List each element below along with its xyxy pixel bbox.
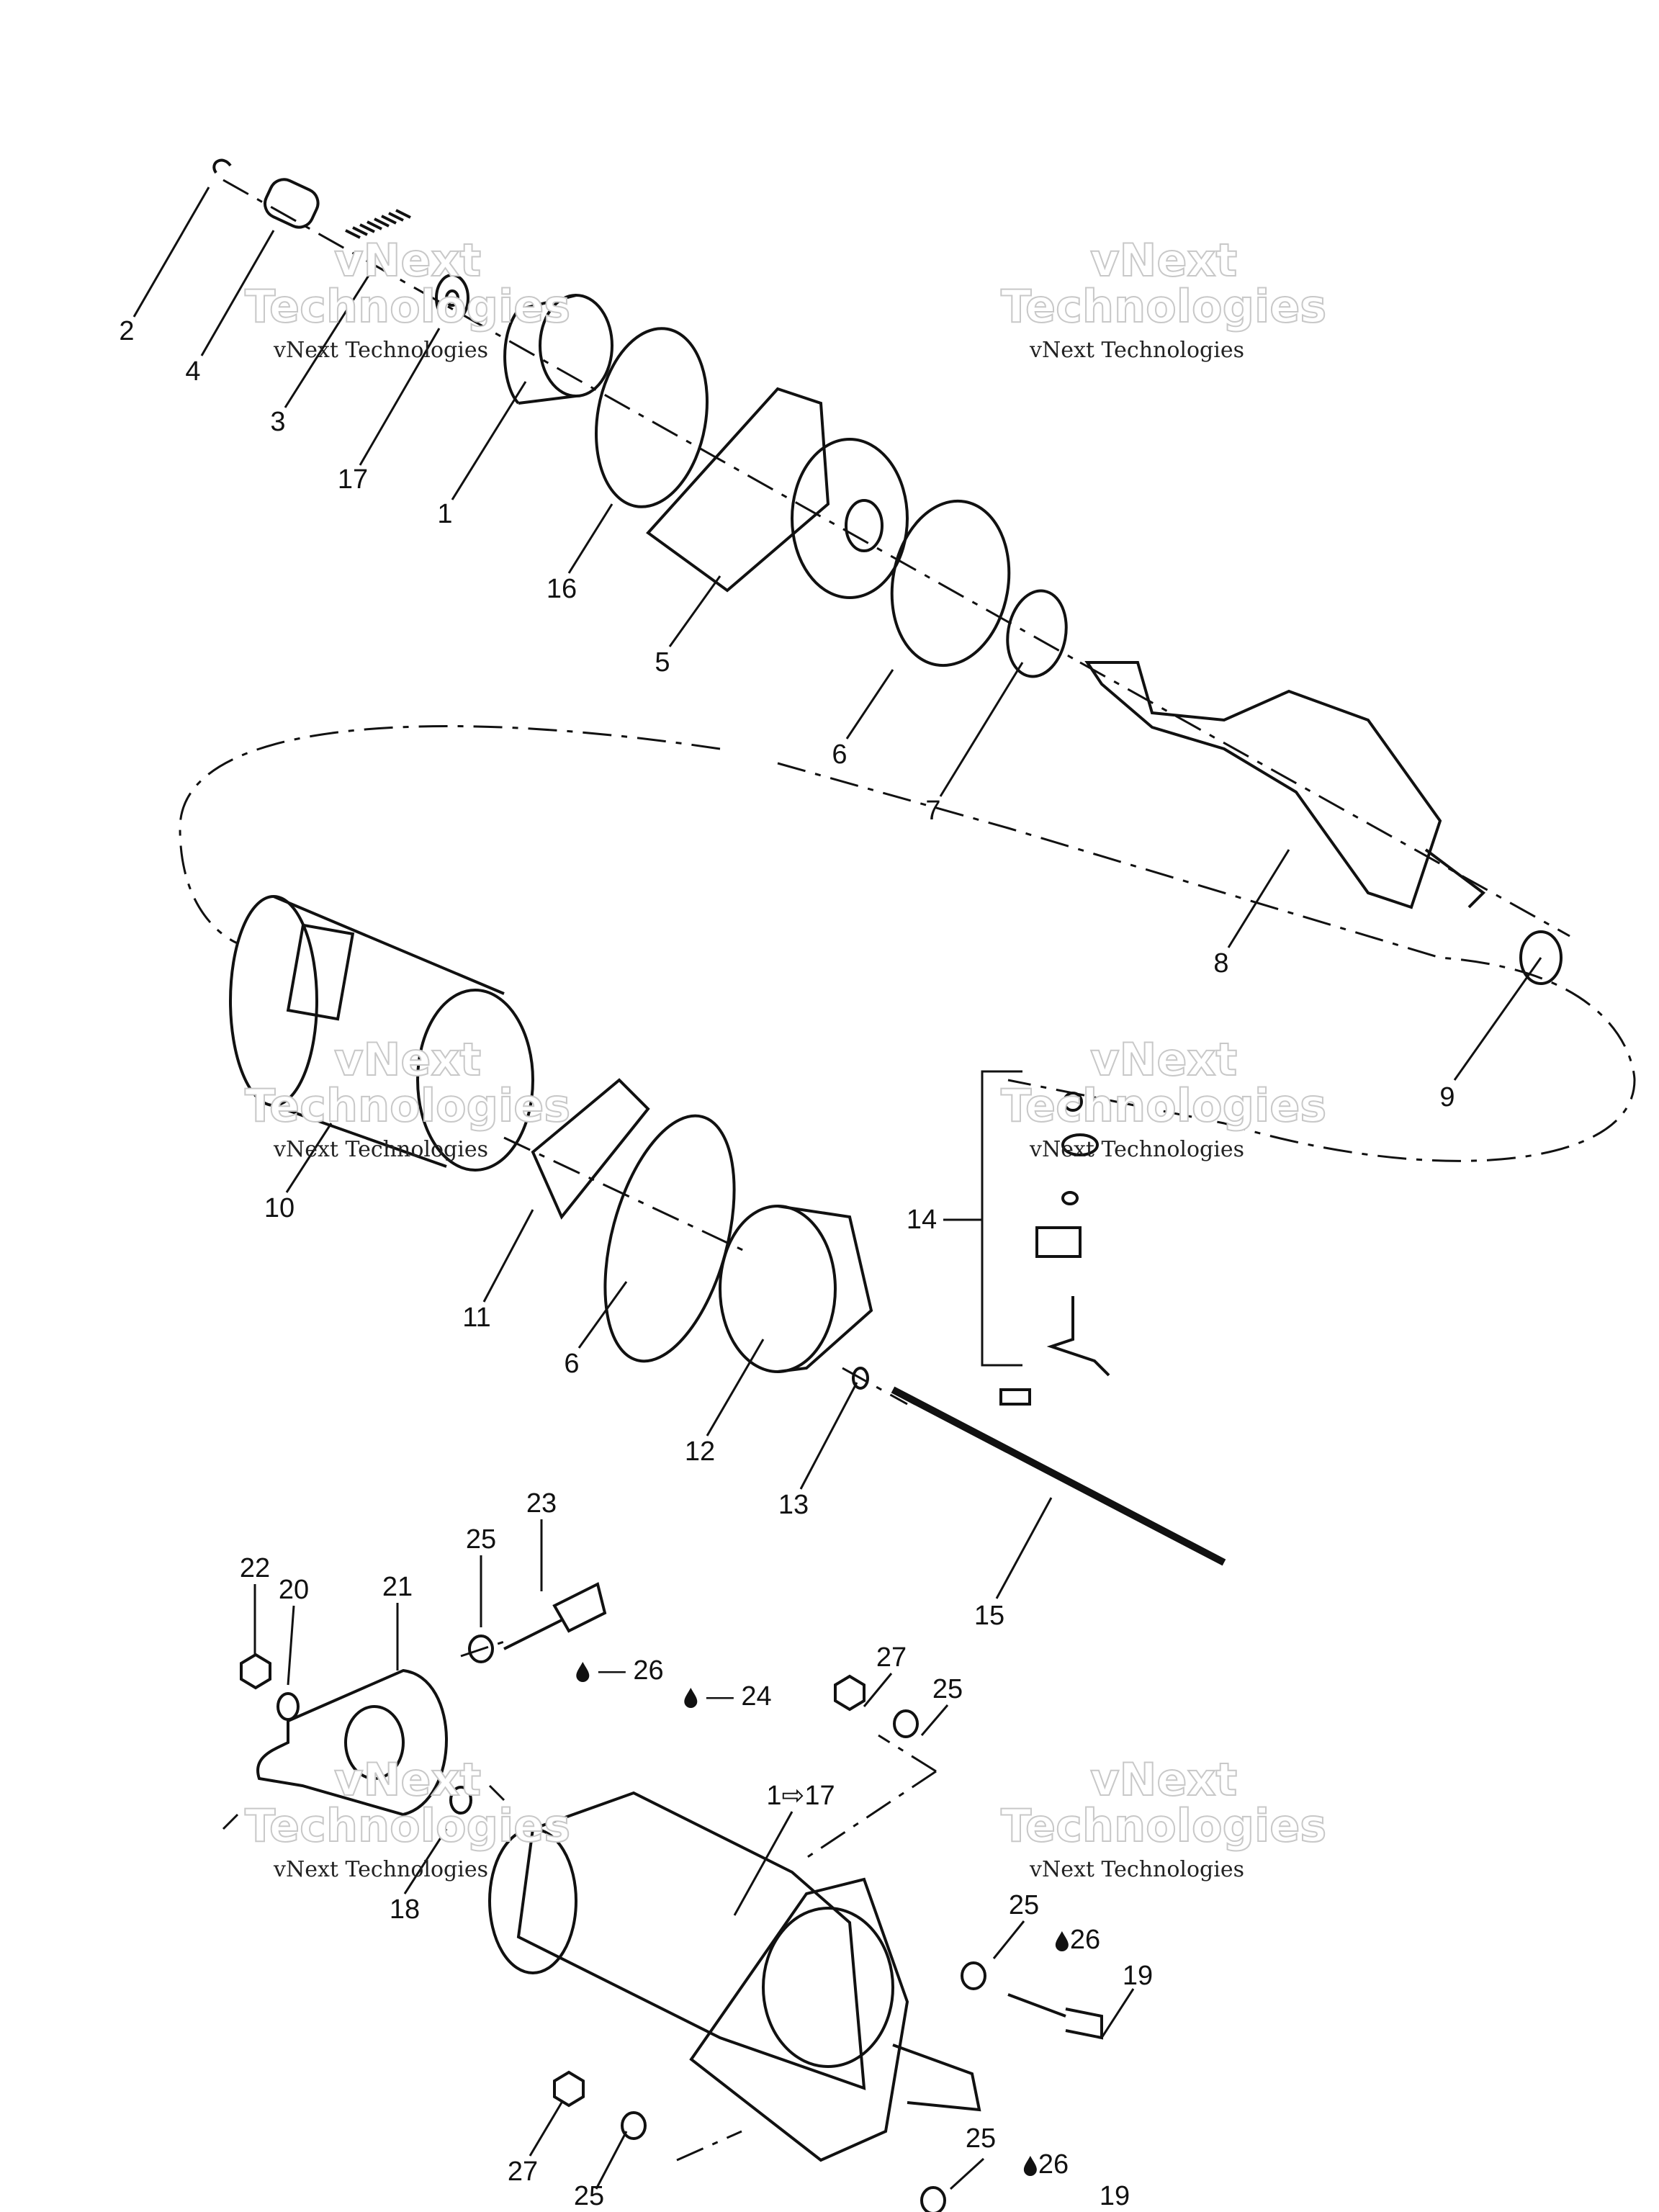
o-ring-6	[890, 499, 1011, 667]
assembly-axis-lines	[179, 179, 1636, 2162]
washer-25a	[468, 1635, 494, 1663]
callout-21: 21	[382, 1572, 413, 1602]
callout-25b: 25	[932, 1674, 963, 1704]
end-cover-12	[719, 1205, 873, 1373]
callout-26-lubricant: — 26	[575, 1655, 664, 1686]
callout-8: 8	[1213, 948, 1229, 979]
nut-27a	[834, 1674, 866, 1712]
callout-17: 17	[337, 464, 369, 495]
callout-25: 25	[465, 1524, 497, 1555]
screw-23	[503, 1582, 607, 1650]
washer-25d	[621, 2111, 647, 2140]
callout-26c-text: 26	[1038, 2149, 1069, 2180]
bracket-21	[256, 1668, 448, 1817]
callout-22: 22	[239, 1553, 271, 1583]
washer-20	[276, 1692, 300, 1721]
spring-3	[345, 209, 411, 239]
parts	[212, 158, 1563, 2212]
callout-14: 14	[906, 1205, 938, 1235]
callout-24-text: — 24	[706, 1681, 772, 1712]
oil-drop-icon	[1023, 2155, 1037, 2176]
callout-16: 16	[546, 574, 577, 604]
callout-26-text: — 26	[598, 1655, 664, 1686]
callout-12: 12	[684, 1437, 716, 1467]
callout-6: 6	[832, 739, 848, 770]
o-ring-16	[595, 327, 709, 508]
callout-13: 13	[778, 1490, 809, 1520]
snap-ring-2	[212, 158, 232, 174]
o-ring-7	[1006, 589, 1068, 678]
terminal-kit-14	[999, 1092, 1110, 1406]
housing-5	[646, 387, 909, 599]
o-ring-13	[852, 1367, 869, 1390]
callout-26b-text: 26	[1069, 1925, 1101, 1955]
nut-27b	[553, 2070, 585, 2108]
callout-2: 2	[119, 316, 135, 346]
washer-18	[449, 1786, 472, 1815]
oil-drop-icon	[576, 1661, 590, 1682]
armature-8	[1084, 661, 1486, 909]
washer-9	[1519, 930, 1563, 985]
sleeve-4	[264, 178, 320, 229]
yoke-10	[229, 895, 534, 1172]
callout-25d: 25	[573, 2181, 605, 2211]
callout-7: 7	[925, 796, 941, 826]
callout-27: 27	[876, 1642, 907, 1673]
callout-10: 10	[264, 1193, 295, 1223]
nut-22	[240, 1653, 271, 1690]
starter-assembly	[488, 1791, 981, 2162]
callout-4: 4	[185, 356, 201, 387]
callout-19b: 19	[1099, 2181, 1130, 2211]
callout-19: 19	[1122, 1961, 1154, 1991]
callout-11: 11	[462, 1303, 491, 1333]
callout-18: 18	[389, 1894, 421, 1925]
callout-26c: 26	[1022, 2151, 1069, 2178]
callout-1: 1	[437, 499, 453, 529]
callout-20: 20	[278, 1575, 310, 1605]
callout-23: 23	[526, 1488, 557, 1519]
callout-27b: 27	[507, 2157, 539, 2187]
washer-25e	[920, 2186, 946, 2212]
callout-25c: 25	[1008, 1890, 1040, 1920]
callout-24-lubricant: — 24	[683, 1681, 772, 1712]
oil-drop-icon	[1055, 1930, 1069, 1951]
callout-26b: 26	[1054, 1926, 1100, 1954]
through-bolt-15	[891, 1386, 1226, 1566]
callout-15: 15	[974, 1601, 1005, 1631]
callout-3: 3	[270, 407, 286, 437]
washer-17	[435, 274, 469, 323]
bolt-19a	[1007, 1993, 1103, 2040]
callout-25e: 25	[965, 2123, 997, 2154]
drive-1	[503, 294, 613, 405]
brush-plate-11	[531, 1078, 650, 1220]
washer-25c	[961, 1961, 986, 1990]
callout-5: 5	[655, 647, 670, 678]
callout-9: 9	[1439, 1082, 1455, 1112]
washer-25b	[893, 1709, 919, 1738]
oil-drop-icon	[684, 1687, 698, 1708]
callout-1-to-17: 1⇨17	[766, 1781, 835, 1811]
callout-6b: 6	[564, 1349, 580, 1379]
